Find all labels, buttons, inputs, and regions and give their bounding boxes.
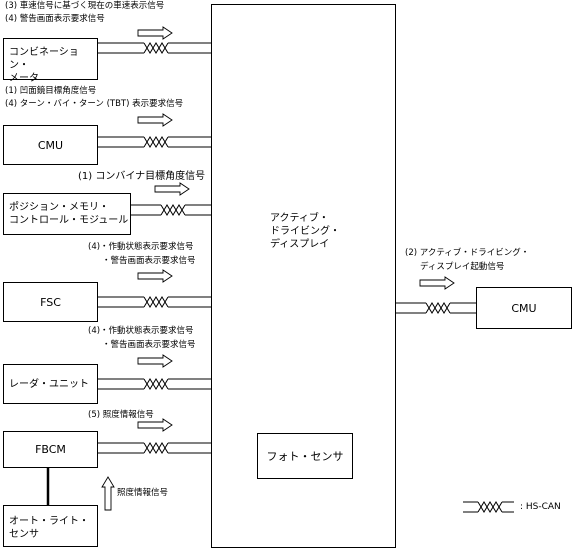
photo-sensor-label: フォト・センサ	[266, 449, 344, 463]
fsc-label: FSC	[40, 295, 61, 309]
cmu-right: CMU	[476, 287, 572, 329]
arrow-fbcm	[137, 418, 173, 432]
position-memory-line2: コントロール・モジュール	[9, 215, 129, 226]
arrow-position-memory	[154, 182, 190, 196]
fsc-signal-1: (4)・作動状態表示要求信号	[88, 242, 194, 252]
photo-sensor: フォト・センサ	[257, 433, 353, 479]
link-cmu-right	[396, 302, 476, 314]
ads-title-1: アクティブ・	[270, 213, 329, 224]
cmu-left: CMU	[3, 125, 98, 165]
arrow-radar	[137, 354, 173, 368]
radar-unit: レーダ・ユニット	[3, 364, 98, 404]
arrow-fsc	[137, 269, 173, 283]
right-signal-1: (2) アクティブ・ドライビング・	[405, 248, 530, 258]
cmu-left-label: CMU	[37, 138, 64, 152]
fsc-unit: FSC	[3, 282, 98, 322]
fbcm-unit: FBCM	[3, 431, 98, 468]
combination-meter-line1: コンビネーション・	[9, 47, 79, 71]
ads-title-2: ドライビング・	[270, 226, 340, 237]
auto-light-sensor: オート・ライト・ センサ	[3, 505, 98, 547]
auto-light-line2: センサ	[9, 529, 39, 540]
link-position-memory	[131, 204, 211, 216]
meter-signal-2: (4) 警告画面表示要求信号	[5, 14, 105, 24]
cmu-right-label: CMU	[511, 301, 537, 315]
link-radar	[98, 378, 211, 390]
legend-hs-can-symbol	[463, 501, 514, 513]
link-fbcm	[98, 442, 211, 454]
position-memory-module: ポジション・メモリ・ コントロール・モジュール	[3, 193, 131, 235]
fbcm-signal-1: (5) 照度情報信号	[88, 410, 154, 420]
radar-label: レーダ・ユニット	[9, 379, 89, 390]
radar-signal-1: (4)・作動状態表示要求信号	[88, 326, 194, 336]
auto-light-line1: オート・ライト・	[9, 516, 89, 527]
meter-signal-1: (3) 車速信号に基づく現在の車速表示信号	[5, 1, 165, 11]
fsc-signal-2: ・警告画面表示要求信号	[102, 256, 196, 266]
link-fsc	[98, 296, 211, 308]
link-cmu-left	[98, 136, 211, 148]
position-memory-line1: ポジション・メモリ・	[9, 202, 109, 213]
cmu-signal-2: (4) ターン・バイ・ターン (TBT) 表示要求信号	[5, 99, 184, 109]
illuminance-arrow	[101, 476, 115, 511]
radar-signal-2: ・警告画面表示要求信号	[102, 340, 196, 350]
arrow-cmu-left	[137, 113, 173, 127]
pmcm-signal-1: (1) コンバイナ目標角度信号	[78, 171, 206, 182]
ads-title-3: ディスプレイ	[270, 239, 330, 250]
fbcm-label: FBCM	[35, 443, 66, 456]
cmu-signal-1: (1) 凹面鏡目標角度信号	[5, 86, 97, 96]
arrow-combination-meter	[137, 26, 173, 40]
arrow-cmu-right	[419, 276, 455, 290]
light-signal-1: 照度情報信号	[117, 488, 169, 498]
combination-meter: コンビネーション・ メータ	[3, 38, 98, 84]
combination-meter-line2: メータ	[9, 73, 39, 84]
legend-label: : HS-CAN	[520, 502, 561, 512]
right-signal-2: ディスプレイ起動信号	[420, 262, 505, 272]
link-combination-meter	[98, 42, 211, 54]
